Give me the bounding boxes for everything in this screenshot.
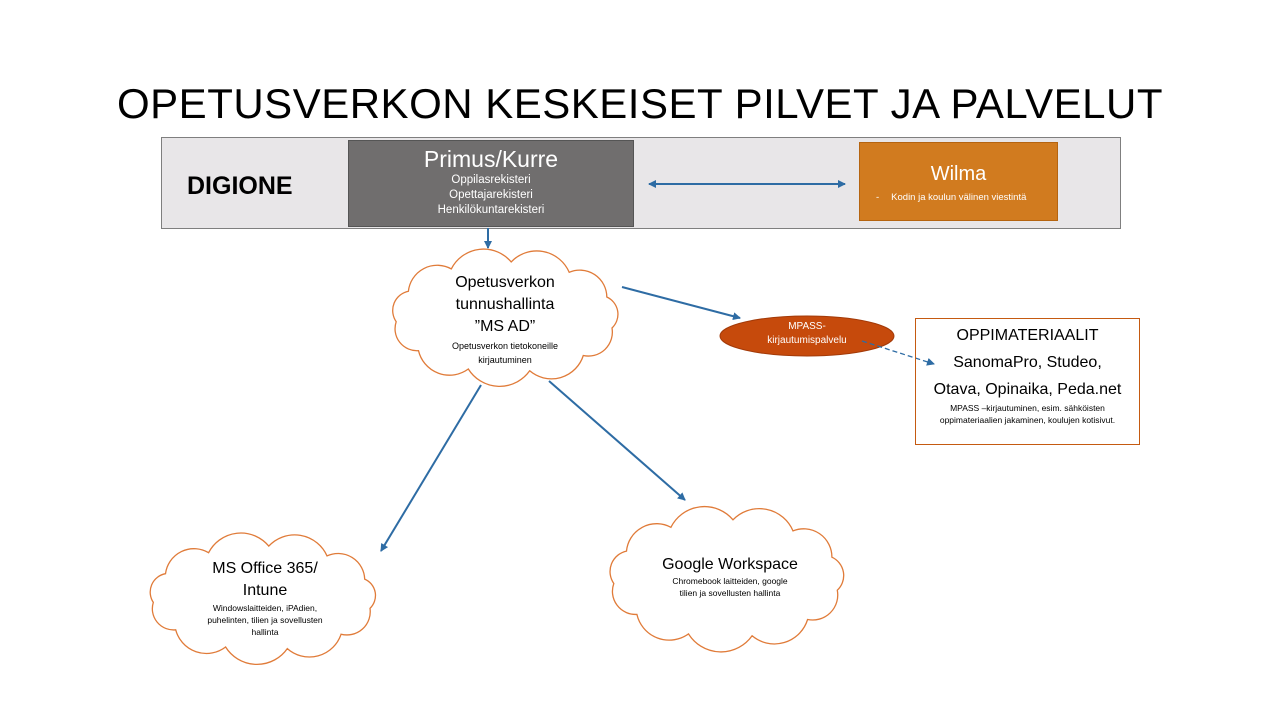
identity-title-line: ”MS AD” — [474, 318, 536, 335]
mpass-line: kirjautumispalvelu — [767, 335, 847, 346]
primus-title: Primus/Kurre — [423, 146, 559, 172]
arrow-identity-to-ms — [380, 384, 482, 552]
materials-box: OPPIMATERIAALIT SanomaPro, Studeo, Otava… — [915, 318, 1140, 445]
google-subtitle: Chromebook laitteiden, google — [672, 576, 788, 586]
google-title: Google Workspace — [662, 556, 798, 573]
digione-label: DIGIONE — [187, 172, 293, 200]
wilma-box: Wilma -Kodin ja koulun välinen viestintä — [859, 142, 1058, 221]
materials-title-line: OPPIMATERIAALIT — [956, 327, 1099, 344]
primus-item: Oppilasrekisteri — [451, 174, 531, 186]
cloud-shape-identity — [392, 248, 619, 387]
bullet: - — [876, 192, 880, 203]
ms-subtitle: hallinta — [251, 627, 279, 637]
materials-title-line: SanomaPro, Studeo, — [953, 354, 1102, 371]
ms-office-cloud: MS Office 365/ Intune Windowslaitteiden,… — [160, 558, 370, 638]
cloud-shape-google — [609, 505, 845, 653]
identity-subtitle: kirjautuminen — [478, 355, 532, 365]
mpass-service: MPASS- kirjautumispalvelu — [720, 317, 894, 355]
mpass-ellipse — [719, 315, 895, 357]
page-title: OPETUSVERKON KESKEISET PILVET JA PALVELU… — [117, 80, 1163, 127]
primus-item: Opettajarekisteri — [449, 189, 533, 201]
identity-title-line: tunnushallinta — [455, 296, 555, 313]
arrow-identity-to-mpass — [621, 286, 741, 321]
primus-kurre-box: Primus/Kurre Oppilasrekisteri Opettajare… — [348, 140, 634, 227]
identity-subtitle: Opetusverkon tietokoneille — [451, 341, 559, 351]
google-subtitle: tilien ja sovellusten hallinta — [679, 588, 781, 598]
wilma-title: Wilma — [930, 163, 987, 185]
identity-title-line: Opetusverkon — [455, 274, 555, 291]
ms-subtitle: puhelinten, tilien ja sovellusten — [207, 615, 323, 625]
wilma-description: Kodin ja koulun välinen viestintä — [891, 192, 1027, 203]
materials-description: MPASS –kirjautuminen, esim. sähköisten o… — [939, 403, 1116, 425]
ms-subtitle: Windowslaitteiden, iPAdien, — [212, 603, 318, 613]
cloud-shape-ms — [149, 532, 377, 666]
mpass-line: MPASS- — [788, 321, 826, 332]
identity-cloud: Opetusverkon tunnushallinta ”MS AD” Opet… — [400, 272, 610, 366]
primus-item: Henkilökuntarekisteri — [437, 204, 545, 216]
materials-title-line: Otava, Opinaika, Peda.net — [933, 381, 1122, 398]
ms-title-line: MS Office 365/ — [212, 560, 318, 577]
google-workspace-cloud: Google Workspace Chromebook laitteiden, … — [620, 555, 840, 599]
arrow-mpass-to-materials — [861, 340, 935, 366]
arrow-identity-to-google — [548, 380, 686, 501]
ms-title-line: Intune — [242, 582, 288, 599]
